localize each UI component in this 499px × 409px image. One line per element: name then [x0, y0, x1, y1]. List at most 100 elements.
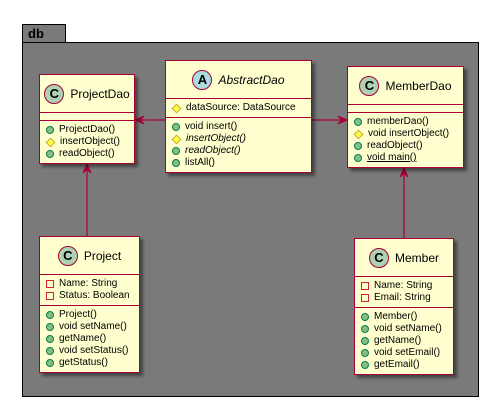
- fields-section: [348, 105, 463, 113]
- public-visibility-icon: [46, 359, 54, 367]
- class-header: C MemberDao: [348, 67, 463, 105]
- class-name: Member: [394, 250, 439, 265]
- methods-section: Project()void setName()getName()void set…: [40, 306, 139, 372]
- method-row-text: getEmail(): [374, 359, 420, 370]
- public-visibility-icon: [361, 337, 369, 345]
- public-visibility-icon: [172, 147, 180, 155]
- abstract-class-icon: A: [192, 69, 213, 90]
- method-row: void insert(): [172, 121, 305, 133]
- field-row: Name: String: [361, 280, 447, 292]
- class-header: A AbstractDao: [166, 61, 311, 99]
- public-visibility-icon: [361, 361, 369, 369]
- field-row-text: Email: String: [374, 292, 431, 303]
- relation-project-to-projectdao-arrowhead: [82, 162, 92, 174]
- field-row-text: Status: Boolean: [59, 290, 130, 301]
- method-row-text: getStatus(): [59, 357, 108, 368]
- relation-abstractdao-to-projectdao-arrowhead: [133, 115, 145, 125]
- method-row-text: getName(): [374, 335, 422, 346]
- method-row: void setName(): [46, 321, 133, 333]
- class-name: ProjectDao: [70, 86, 130, 101]
- package-name: db: [28, 26, 44, 41]
- public-visibility-icon: [46, 126, 54, 134]
- method-row-text: readObject(): [367, 140, 423, 151]
- relation-member-to-memberdao-arrowhead: [399, 166, 409, 178]
- package-tab: db: [22, 24, 66, 43]
- class-icon: C: [368, 247, 389, 268]
- public-visibility-icon: [361, 325, 369, 333]
- class-memberdao: C MemberDao memberDao()void insertObject()…: [347, 66, 464, 168]
- method-row-text: getName(): [59, 333, 107, 344]
- method-row: readObject(): [46, 148, 128, 160]
- method-row: insertObject(): [171, 133, 305, 145]
- private-visibility-icon: [361, 282, 369, 290]
- method-row: void main(): [354, 152, 457, 164]
- method-row: void setStatus(): [46, 345, 133, 357]
- method-row: getName(): [361, 335, 447, 347]
- field-row: Email: String: [361, 292, 447, 304]
- method-row-text: ProjectDao(): [59, 124, 116, 135]
- class-name: MemberDao: [385, 78, 452, 93]
- fields-section: dataSource: DataSource: [166, 99, 311, 118]
- public-visibility-icon: [354, 142, 362, 150]
- public-visibility-icon: [172, 159, 180, 167]
- methods-section: Member()void setName()getName()void setE…: [355, 308, 453, 374]
- class-icon: C: [57, 245, 78, 266]
- method-row: void setName(): [361, 323, 447, 335]
- method-row: Member(): [361, 311, 447, 323]
- class-name: AbstractDao: [218, 72, 285, 87]
- methods-section: ProjectDao()insertObject()readObject(): [40, 121, 134, 163]
- public-visibility-icon: [172, 123, 180, 131]
- method-row: memberDao(): [354, 116, 457, 128]
- method-row-text: Project(): [59, 309, 97, 320]
- public-visibility-icon: [46, 335, 54, 343]
- class-header: C ProjectDao: [40, 75, 134, 113]
- method-row: readObject(): [354, 140, 457, 152]
- method-row-text: void insertObject(): [368, 128, 450, 139]
- method-row-text: readObject(): [59, 148, 115, 159]
- public-visibility-icon: [354, 154, 362, 162]
- method-row-text: insertObject(): [60, 136, 121, 147]
- class-abstractdao: A AbstractDao dataSource: DataSource void i…: [165, 60, 312, 173]
- methods-section: void insert()insertObject()readObject()l…: [166, 118, 311, 172]
- field-row: Status: Boolean: [46, 290, 133, 302]
- method-row-text: Member(): [374, 311, 418, 322]
- method-row-text: void setStatus(): [59, 345, 129, 356]
- method-row: void setEmail(): [361, 347, 447, 359]
- method-row-text: void setName(): [59, 321, 127, 332]
- class-icon: C: [44, 83, 65, 104]
- class-header: C Member: [355, 239, 453, 277]
- method-row: ProjectDao(): [46, 124, 128, 136]
- method-row: getName(): [46, 333, 133, 345]
- relation-abstractdao-to-memberdao-arrowhead: [337, 115, 349, 125]
- field-row-text: Name: String: [59, 278, 118, 289]
- method-row-text: readObject(): [185, 145, 241, 156]
- protected-visibility-icon: [171, 134, 182, 144]
- method-row: getStatus(): [46, 357, 133, 369]
- method-row: void insertObject(): [353, 128, 457, 140]
- method-row-text: void setName(): [374, 323, 442, 334]
- public-visibility-icon: [354, 118, 362, 126]
- method-row-text: void insert(): [185, 121, 238, 132]
- method-row-text: void setEmail(): [374, 347, 441, 358]
- private-visibility-icon: [361, 294, 369, 302]
- public-visibility-icon: [361, 349, 369, 357]
- field-row: dataSource: DataSource: [171, 102, 305, 114]
- field-row: Name: String: [46, 278, 133, 290]
- protected-visibility-icon: [353, 129, 364, 139]
- class-icon: C: [359, 75, 380, 96]
- method-row-text: insertObject(): [186, 133, 247, 144]
- private-visibility-icon: [46, 280, 54, 288]
- field-row-text: Name: String: [374, 280, 433, 291]
- public-visibility-icon: [46, 347, 54, 355]
- public-visibility-icon: [361, 313, 369, 321]
- methods-section: memberDao()void insertObject()readObject…: [348, 113, 463, 167]
- field-row-text: dataSource: DataSource: [186, 102, 296, 113]
- protected-visibility-icon: [45, 137, 56, 147]
